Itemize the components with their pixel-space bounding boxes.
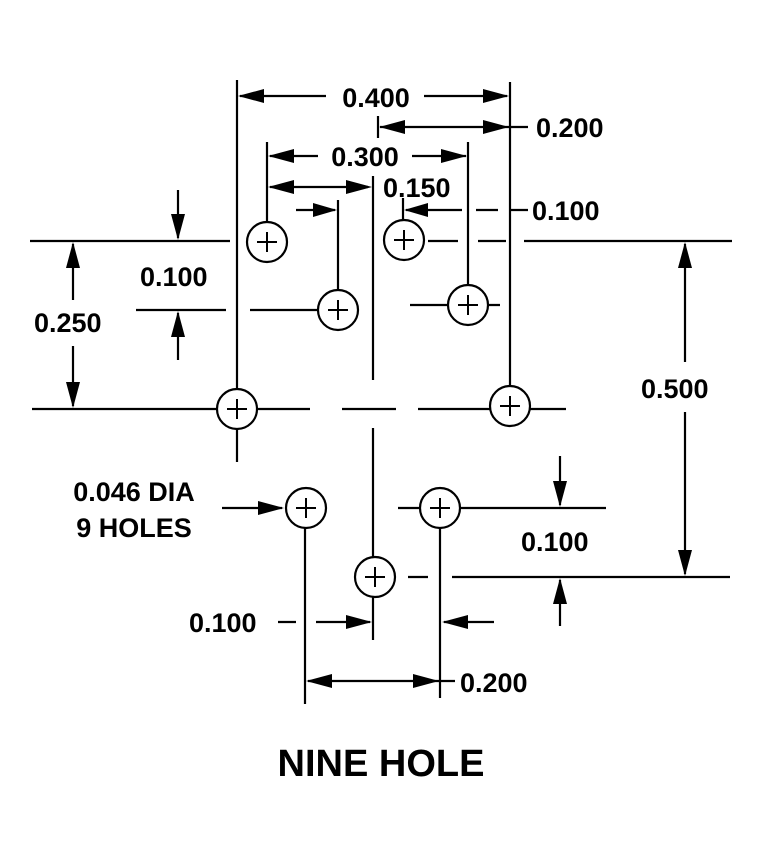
drawing-title: NINE HOLE: [278, 743, 485, 785]
extension-lines: [30, 80, 732, 704]
dim-label-overall-width: 0.400: [342, 83, 410, 113]
dim-label-right-vertical-gap: 0.100: [521, 527, 589, 557]
dim-label-overall-height: 0.500: [641, 374, 709, 404]
dim-label-bottom-left-gap: 0.100: [189, 608, 257, 638]
dim-label-upper-span: 0.300: [331, 142, 399, 172]
hole: [245, 220, 289, 264]
hole: [353, 555, 397, 599]
dim-label-upper-right-gap: 0.100: [532, 196, 600, 226]
hole: [446, 283, 490, 327]
dim-label-left-vertical-gap: 0.100: [140, 262, 208, 292]
hole: [316, 288, 360, 332]
dim-label-bottom-span: 0.200: [460, 668, 528, 698]
hole: [488, 384, 532, 428]
hole-note-size: 0.046 DIA: [73, 477, 195, 507]
hole-note-count: 9 HOLES: [76, 513, 192, 543]
dimension-lines: [66, 89, 692, 688]
dim-label-upper-inner-span: 0.150: [383, 173, 451, 203]
dim-label-upper-right-offset: 0.200: [536, 113, 604, 143]
hole: [382, 218, 426, 262]
hole: [418, 486, 462, 530]
dim-label-left-height: 0.250: [34, 308, 102, 338]
hole: [284, 486, 328, 530]
hole: [215, 387, 259, 431]
